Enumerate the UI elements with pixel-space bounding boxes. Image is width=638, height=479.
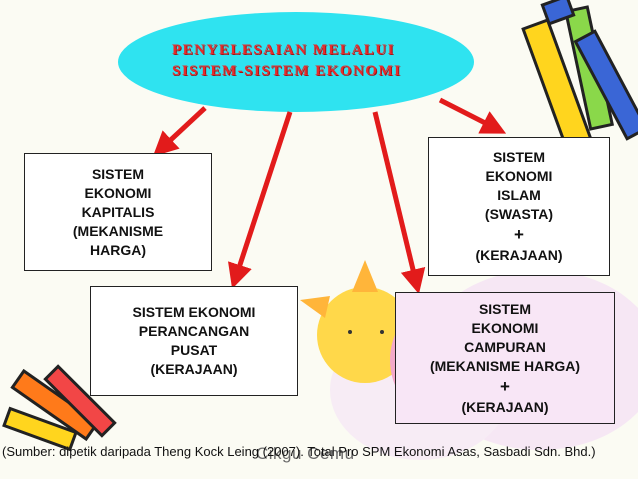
box-text: CAMPURAN — [464, 338, 546, 355]
title-line-2: SISTEM-SISTEM EKONOMI — [172, 63, 402, 79]
title-line-1: PENYELESAIAN MELALUI — [172, 42, 395, 58]
box-text: ISLAM — [497, 187, 541, 203]
pencil-illustration-top-right — [521, 0, 638, 172]
source-citation: (Sumber: dipetik daripada Theng Kock Lei… — [2, 444, 596, 459]
box-text: (KERAJAAN) — [475, 247, 563, 263]
diagram-title: PENYELESAIAN MELALUI SISTEM-SISTEM EKONO… — [150, 40, 470, 82]
box-text: (MEKANISME — [72, 222, 164, 239]
arrow-to-kapitalis — [152, 106, 207, 157]
box-text: (SWASTA) — [484, 206, 554, 222]
box-text: SISTEM — [492, 149, 546, 165]
box-text: EKONOMI — [84, 184, 152, 201]
box-text: HARGA) — [90, 241, 146, 258]
box-text: PERANCANGAN — [138, 323, 250, 339]
sun-character-illustration — [300, 260, 440, 383]
box-text: PUSAT — [170, 342, 218, 358]
box-text: EKONOMI — [485, 168, 553, 184]
box-text: SISTEM — [478, 300, 532, 317]
title-oval — [118, 12, 474, 112]
footer-credit: Cikgu Cemu — [256, 444, 355, 463]
pencil-illustration-bottom-left — [2, 364, 117, 452]
box-text: EKONOMI — [471, 319, 539, 336]
plus-sign: + — [500, 376, 510, 396]
arrow-to-perancangan — [228, 111, 293, 289]
arrow-to-islam — [438, 97, 507, 134]
box-sistem-ekonomi-campuran: SISTEM EKONOMI CAMPURAN (MEKANISME HARGA… — [395, 292, 615, 424]
arrow-to-campuran — [372, 111, 426, 295]
box-text: (KERAJAAN) — [461, 398, 549, 415]
box-text: (MEKANISME HARGA) — [429, 357, 581, 374]
box-text: KAPITALIS — [81, 203, 155, 220]
box-text: (KERAJAAN) — [150, 361, 238, 377]
box-text: SISTEM — [91, 165, 145, 182]
box-sistem-ekonomi-islam: SISTEM EKONOMI ISLAM (SWASTA) + (KERAJAA… — [428, 137, 610, 276]
box-text: SISTEM EKONOMI — [132, 304, 256, 320]
plus-sign: + — [514, 225, 524, 244]
box-sistem-ekonomi-kapitalis: SISTEM EKONOMI KAPITALIS (MEKANISME HARG… — [24, 153, 212, 271]
box-sistem-ekonomi-perancangan-pusat: SISTEM EKONOMI PERANCANGAN PUSAT (KERAJA… — [90, 286, 298, 396]
